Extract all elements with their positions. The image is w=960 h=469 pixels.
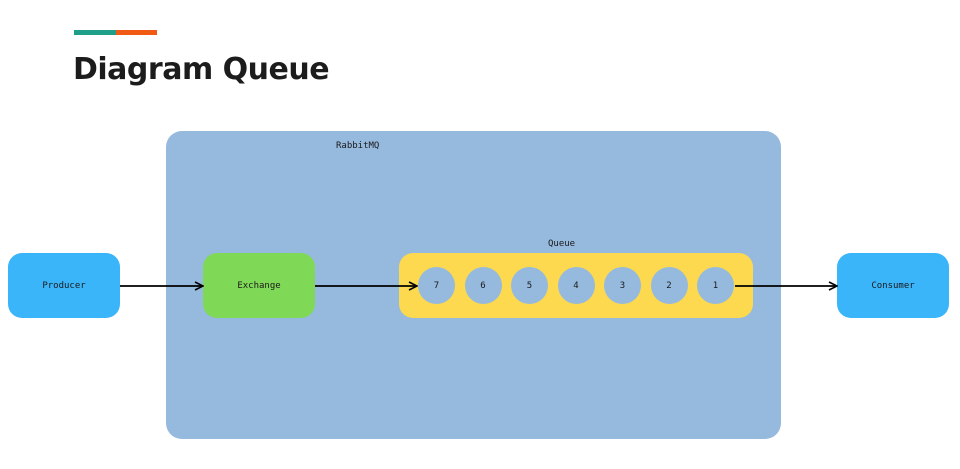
queue-label: Queue — [548, 239, 576, 249]
title-accent-bar — [74, 30, 157, 35]
exchange-node: Exchange — [203, 253, 315, 318]
producer-node: Producer — [8, 253, 120, 318]
accent-bar-teal — [74, 30, 116, 35]
accent-bar-orange — [116, 30, 157, 35]
queue-message: 1 — [697, 267, 734, 304]
queue-message: 2 — [650, 267, 688, 304]
exchange-label: Exchange — [237, 280, 281, 291]
queue-message: 6 — [464, 267, 502, 304]
page-title: Diagram Queue — [73, 52, 330, 87]
queue-message: 4 — [557, 267, 595, 304]
producer-label: Producer — [42, 280, 86, 291]
consumer-label: Consumer — [871, 280, 915, 291]
consumer-node: Consumer — [837, 253, 949, 318]
queue-message: 5 — [511, 267, 548, 304]
queue-message: 7 — [418, 267, 455, 304]
queue-message: 3 — [604, 267, 641, 304]
rabbitmq-label: RabbitMQ — [336, 141, 380, 151]
